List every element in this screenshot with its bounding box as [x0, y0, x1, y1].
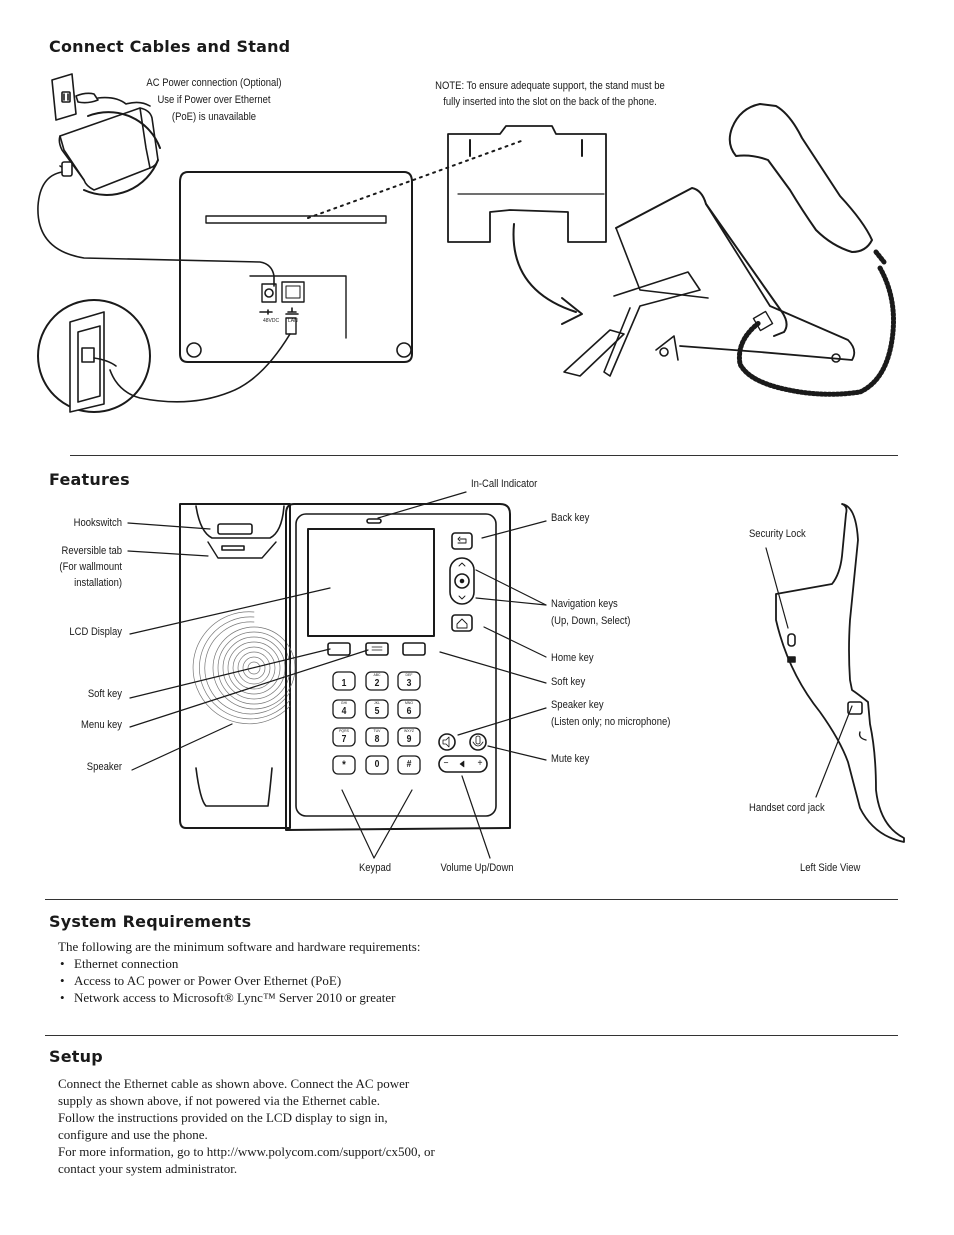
setup-text: Connect the Ethernet cable as shown abov…: [58, 1075, 435, 1177]
section-title-requirements: System Requirements: [49, 912, 252, 931]
label-reversible-tab-line2: (For wallmount: [59, 561, 122, 573]
key-8[interactable]: 8: [374, 734, 380, 745]
home-key[interactable]: [451, 614, 473, 632]
label-reversible-tab-line3: installation): [74, 577, 122, 589]
label-security-lock: Security Lock: [749, 528, 806, 540]
ac-power-note-line1: AC Power connection (Optional): [146, 77, 282, 89]
setup-line: supply as shown above, if not powered vi…: [58, 1093, 381, 1108]
key-2[interactable]: 2: [374, 678, 380, 689]
handset-icon: [728, 103, 873, 253]
label-lcd-display: LCD Display: [69, 626, 122, 638]
key-3[interactable]: 3: [406, 678, 412, 689]
speaker-key[interactable]: [438, 733, 456, 751]
label-menu-key: Menu key: [80, 719, 122, 731]
divider: [45, 899, 898, 900]
mute-key[interactable]: [469, 733, 487, 751]
label-back-key: Back key: [551, 512, 590, 524]
label-navigation-keys-line2: (Up, Down, Select): [551, 615, 631, 627]
left-side-view: [775, 503, 905, 843]
stand-note-line2: fully inserted into the slot on the back…: [443, 96, 657, 108]
key-9-letters: WXYZ: [404, 728, 414, 733]
volume-plus[interactable]: +: [477, 758, 483, 769]
label-speaker: Speaker: [86, 761, 122, 773]
section-title-setup: Setup: [49, 1047, 103, 1066]
key-3-letters: DEF: [405, 672, 413, 677]
label-soft-key-right: Soft key: [551, 676, 586, 688]
stand-icon: [447, 125, 607, 243]
label-left-side-view: Left Side View: [800, 862, 861, 874]
ac-power-note-line2: Use if Power over Ethernet: [157, 94, 271, 106]
label-in-call-indicator: In-Call Indicator: [471, 478, 538, 490]
port-label-power: 48VDC: [263, 318, 280, 324]
label-keypad: Keypad: [358, 862, 392, 874]
section-title-connect: Connect Cables and Stand: [49, 37, 291, 56]
key-1[interactable]: 1: [341, 678, 347, 689]
volume-keys[interactable]: [438, 755, 488, 773]
speaker-grille: [192, 611, 296, 725]
key-star[interactable]: *: [342, 759, 346, 771]
phone-cradle: [179, 503, 291, 829]
menu-key[interactable]: [365, 642, 389, 656]
wall-jack-icon: [37, 299, 151, 413]
phone-body: [285, 503, 511, 831]
label-reversible-tab-line1: Reversible tab: [61, 545, 122, 557]
label-soft-key-left: Soft key: [87, 688, 122, 700]
key-2-letters: ABC: [373, 672, 381, 677]
key-6[interactable]: 6: [406, 706, 412, 717]
back-key[interactable]: [451, 532, 473, 550]
divider: [45, 1035, 898, 1036]
stand-note-line1: NOTE: To ensure adequate support, the st…: [435, 80, 665, 92]
key-8-letters: TUV: [373, 728, 381, 733]
label-mute-key: Mute key: [551, 753, 590, 765]
label-speaker-key-line2: (Listen only; no microphone): [551, 716, 671, 728]
navigation-keys[interactable]: [449, 557, 475, 605]
key-4-letters: GHI: [340, 700, 348, 705]
label-handset-cord-jack: Handset cord jack: [749, 802, 825, 814]
key-4[interactable]: 4: [341, 706, 347, 717]
label-home-key: Home key: [551, 652, 594, 664]
phone-side-stand-icon: [563, 187, 856, 377]
key-0[interactable]: 0: [374, 759, 380, 770]
list-item: Network access to Microsoft® Lync™ Serve…: [60, 989, 396, 1006]
soft-key-right[interactable]: [402, 642, 426, 656]
key-5-letters: JKL: [374, 700, 380, 705]
key-6-letters: MNO: [404, 700, 414, 705]
label-volume: Volume Up/Down: [440, 862, 514, 874]
list-item: Access to AC power or Power Over Etherne…: [60, 972, 396, 989]
wall-outlet-icon: [51, 73, 151, 121]
keypad: [332, 671, 421, 775]
volume-minus[interactable]: −: [443, 758, 449, 769]
setup-line: Follow the instructions provided on the …: [58, 1110, 388, 1125]
port-label-lan: LAN: [288, 318, 298, 324]
section-title-features: Features: [49, 470, 130, 489]
key-hash[interactable]: #: [406, 759, 412, 770]
key-9[interactable]: 9: [406, 734, 412, 745]
ac-power-note-line3: (PoE) is unavailable: [171, 111, 257, 123]
list-item: Ethernet connection: [60, 955, 396, 972]
setup-line: contact your system administrator.: [58, 1161, 238, 1176]
phone-back-panel: [179, 171, 413, 363]
setup-line: For more information, go to http://www.p…: [58, 1144, 435, 1159]
key-7[interactable]: 7: [341, 734, 347, 745]
setup-line: Connect the Ethernet cable as shown abov…: [58, 1076, 410, 1091]
key-5[interactable]: 5: [374, 706, 380, 717]
setup-line: configure and use the phone.: [58, 1127, 208, 1142]
label-hookswitch: Hookswitch: [73, 517, 122, 529]
key-7-letters: PQRS: [339, 728, 349, 733]
label-speaker-key-line1: Speaker key: [551, 699, 604, 711]
requirements-intro: The following are the minimum software a…: [58, 939, 421, 954]
label-navigation-keys-line1: Navigation keys: [551, 598, 618, 610]
ac-adapter-icon: [58, 107, 161, 196]
requirements-list: Ethernet connection Access to AC power o…: [60, 955, 396, 1006]
soft-key-left[interactable]: [327, 642, 351, 656]
leader-lines: [127, 491, 853, 859]
divider: [70, 455, 898, 456]
